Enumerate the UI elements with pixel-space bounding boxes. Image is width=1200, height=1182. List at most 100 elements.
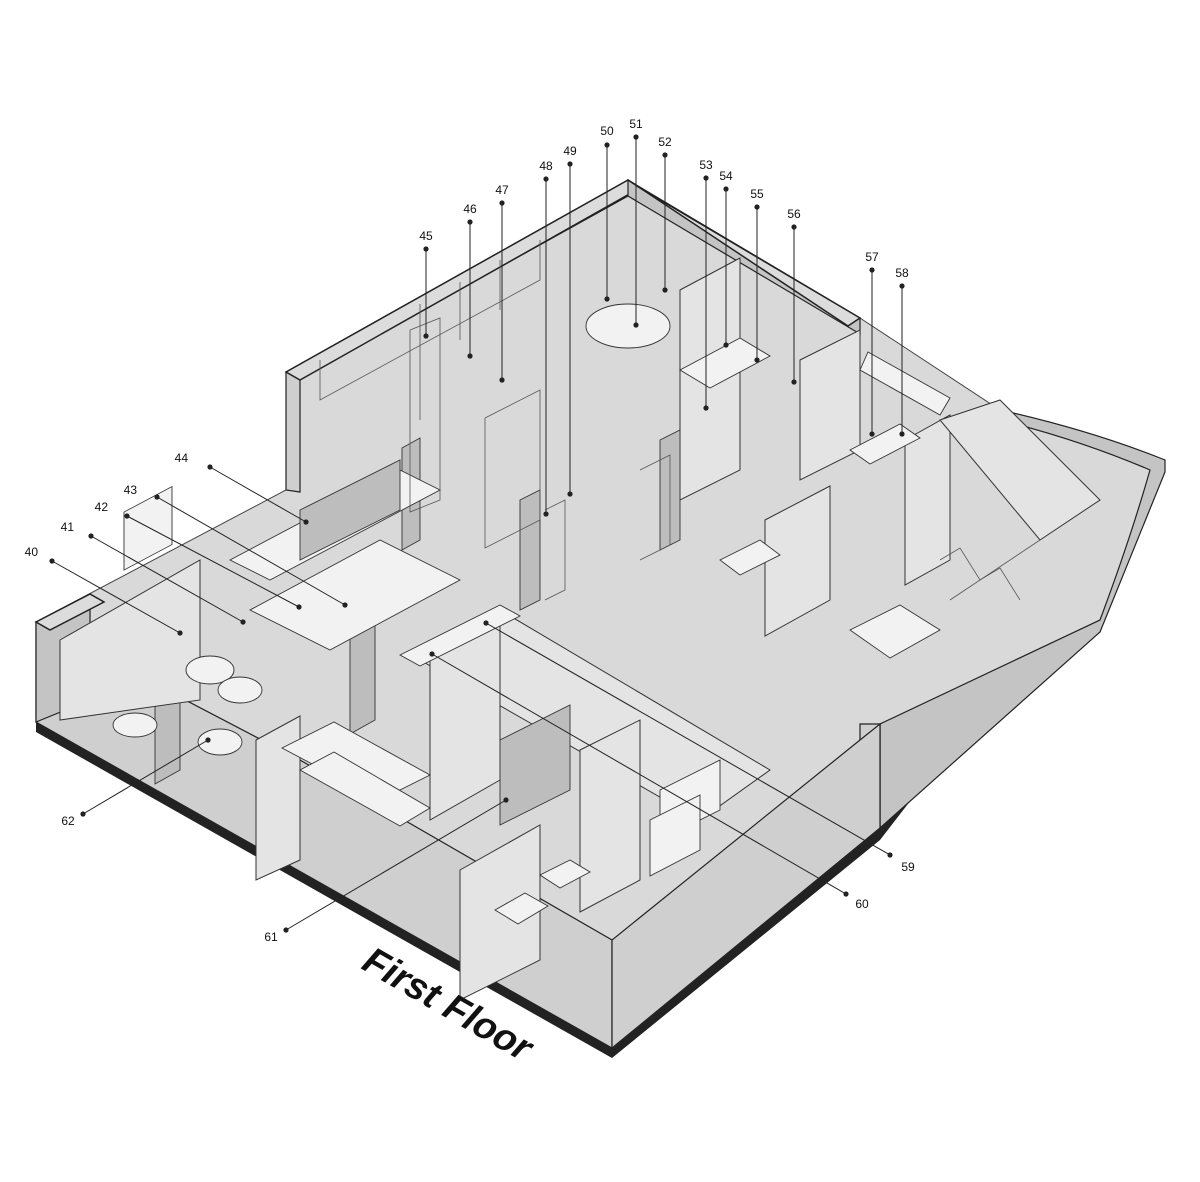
- leader-dot: [296, 604, 302, 610]
- leader-line: [51, 560, 181, 634]
- leader-dot: [791, 379, 797, 385]
- leader-dot: [467, 219, 473, 225]
- callout-layer: 40 41 42 43 44 45 46 47 48 49 50 51 52 53 54 55 56 57 58 59…: [25, 117, 915, 944]
- callout-61: 61: [264, 797, 509, 944]
- leader-dot: [754, 357, 760, 363]
- callout-number: 51: [629, 117, 643, 131]
- leader-dot: [899, 431, 905, 437]
- interior-partitions: [59, 240, 1101, 1001]
- leader-line: [485, 622, 891, 856]
- leader-dot: [499, 377, 505, 383]
- leader-dot: [633, 134, 639, 140]
- leader-line: [431, 653, 847, 895]
- leader-line: [126, 515, 300, 608]
- leader-line: [82, 739, 209, 815]
- callout-number: 53: [699, 158, 713, 172]
- leader-line: [209, 466, 307, 523]
- leader-dot: [887, 852, 893, 858]
- callout-number: 40: [25, 545, 39, 559]
- leader-dot: [303, 519, 309, 525]
- callout-number: 58: [895, 266, 909, 280]
- callout-number: 60: [855, 897, 869, 911]
- leader-line: [90, 535, 244, 623]
- leader-dot: [843, 891, 849, 897]
- callout-number: 43: [124, 483, 138, 497]
- callout-40: 40: [25, 545, 183, 636]
- callout-51: 51: [629, 117, 643, 328]
- callout-number: 57: [865, 250, 879, 264]
- leader-dot: [662, 152, 668, 158]
- leader-dot: [154, 494, 160, 500]
- leader-dot: [703, 175, 709, 181]
- leader-dot: [88, 533, 94, 539]
- leader-dot: [662, 287, 668, 293]
- leader-dot: [543, 511, 549, 517]
- callout-41: 41: [61, 520, 246, 625]
- leader-dot: [899, 283, 905, 289]
- leader-dot: [604, 296, 610, 302]
- leader-dot: [723, 186, 729, 192]
- leader-dot: [283, 927, 289, 933]
- callout-47: 47: [495, 183, 509, 383]
- leader-dot: [483, 620, 489, 626]
- callout-49: 49: [563, 144, 577, 497]
- leader-line: [156, 496, 346, 606]
- leader-dot: [240, 619, 246, 625]
- leader-dot: [80, 811, 86, 817]
- callout-number: 56: [787, 207, 801, 221]
- leader-dot: [503, 797, 509, 803]
- callout-number: 59: [901, 860, 915, 874]
- callout-number: 41: [61, 520, 75, 534]
- leader-dot: [429, 651, 435, 657]
- leader-dot: [567, 161, 573, 167]
- leader-line: [285, 799, 507, 931]
- leader-dot: [869, 267, 875, 273]
- callout-number: 45: [419, 229, 433, 243]
- leader-dot: [342, 602, 348, 608]
- callout-48: 48: [539, 159, 553, 517]
- callout-54: 54: [719, 169, 733, 348]
- leader-dot: [207, 464, 213, 470]
- callout-59: 59: [483, 620, 915, 874]
- leader-dot: [205, 737, 211, 743]
- callout-52: 52: [658, 135, 672, 293]
- callout-number: 62: [61, 814, 75, 828]
- leader-dot: [723, 342, 729, 348]
- callout-55: 55: [750, 187, 764, 363]
- callout-44: 44: [175, 451, 309, 525]
- callout-42: 42: [95, 500, 302, 610]
- callout-45: 45: [419, 229, 433, 339]
- callout-57: 57: [865, 250, 879, 437]
- callout-62: 62: [61, 737, 211, 828]
- callout-56: 56: [787, 207, 801, 385]
- leader-dot: [543, 176, 549, 182]
- callout-number: 46: [463, 202, 477, 216]
- leader-dot: [467, 353, 473, 359]
- leader-dot: [499, 200, 505, 206]
- leader-dot: [423, 333, 429, 339]
- leader-dot: [754, 204, 760, 210]
- callout-58: 58: [895, 266, 909, 437]
- leader-dot: [604, 142, 610, 148]
- callout-number: 55: [750, 187, 764, 201]
- leader-dot: [703, 405, 709, 411]
- callout-50: 50: [600, 124, 614, 302]
- callout-number: 54: [719, 169, 733, 183]
- callout-number: 44: [175, 451, 189, 465]
- leader-dot: [869, 431, 875, 437]
- leader-dot: [124, 513, 130, 519]
- callout-46: 46: [463, 202, 477, 359]
- leader-dot: [633, 322, 639, 328]
- leader-dot: [791, 224, 797, 230]
- leader-dot: [49, 558, 55, 564]
- leader-dot: [177, 630, 183, 636]
- callout-number: 42: [95, 500, 109, 514]
- leader-dot: [567, 491, 573, 497]
- callout-number: 52: [658, 135, 672, 149]
- callout-60: 60: [429, 651, 869, 911]
- leader-dot: [423, 246, 429, 252]
- callout-number: 49: [563, 144, 577, 158]
- callout-53: 53: [699, 158, 713, 411]
- callout-number: 50: [600, 124, 614, 138]
- callout-number: 47: [495, 183, 509, 197]
